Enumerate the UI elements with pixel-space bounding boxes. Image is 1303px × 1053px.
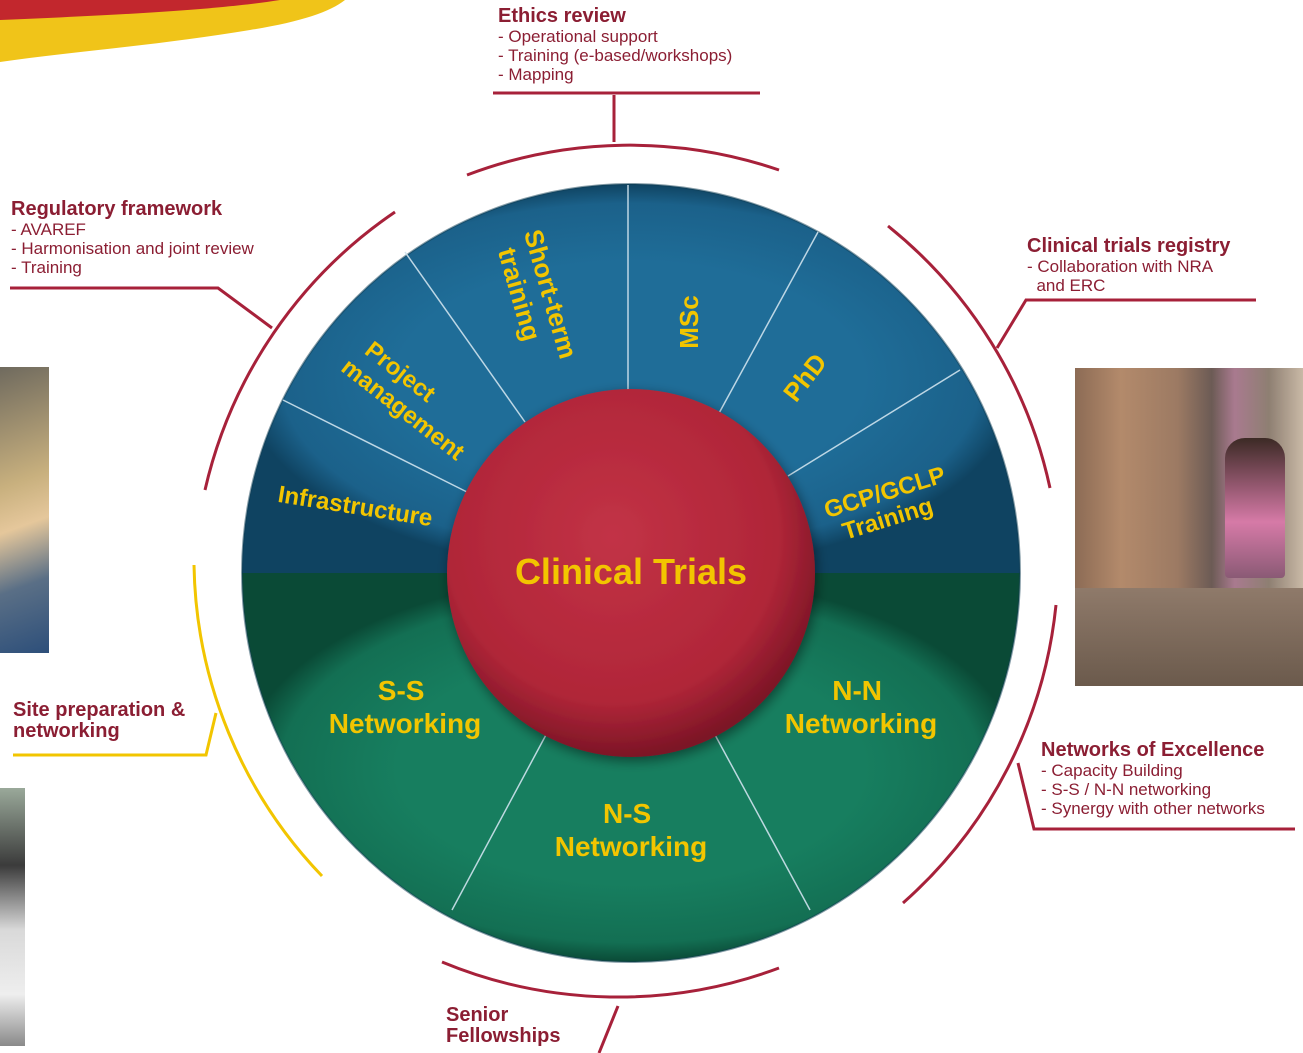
registry-item: and ERC [1027,276,1106,295]
fellowships-title-line1: Senior [446,1004,509,1026]
ethics-item: - Mapping [498,65,574,84]
center-label: Clinical Trials [515,551,747,592]
registry-item: - Collaboration with NRA [1027,257,1214,276]
networks-leader [1016,762,1295,831]
segment-n-s-networking: N-S Networking [555,798,707,862]
segment-msc: MSc [674,295,704,348]
brush-stroke-red [0,0,280,20]
segment-ns-line2: Networking [555,831,707,862]
ethics-item: - Training (e-based/workshops) [498,46,733,65]
callout-clinical-trials-registry: Clinical trials registry - Collaboration… [1027,235,1231,296]
clinic-waiting-photo [1075,368,1303,686]
registry-leader [995,298,1256,349]
networks-title: Networks of Excellence [1041,739,1265,761]
ethics-arc [466,143,780,177]
callout-ethics-review: Ethics review - Operational support - Tr… [498,5,733,85]
wheel-bottom-half [242,573,1020,962]
site-title-line1: Site preparation & [13,699,186,721]
segment-nn-line2: Networking [785,708,937,739]
site-arc [192,564,324,878]
callout-site-preparation: Site preparation & networking [13,700,185,742]
networks-item: - S-S / N-N networking [1041,780,1212,799]
fellowships-arc [441,960,780,999]
segment-ss-line1: S-S [378,675,425,706]
callout-networks-of-excellence: Networks of Excellence - Capacity Buildi… [1041,739,1265,819]
ethics-title: Ethics review [498,5,626,27]
fellowships-leader [597,1005,620,1053]
regulatory-item: - Training [11,258,82,277]
regulatory-item: - AVAREF [11,220,86,239]
wheel-spokes [282,185,961,911]
person-photo [0,788,25,1046]
center-circle [447,389,815,757]
regulatory-leader [10,286,273,330]
segment-s-s-networking: S-S Networking [329,675,481,739]
regulatory-arc [203,210,396,491]
registry-title: Clinical trials registry [1027,235,1231,257]
segment-n-n-networking: N-N Networking [785,675,937,739]
callout-connectors [10,91,1295,1053]
networks-item: - Synergy with other networks [1041,799,1265,818]
callout-regulatory-framework: Regulatory framework - AVAREF - Harmonis… [11,198,254,278]
site-leader [13,712,218,757]
segment-nn-line1: N-N [832,675,882,706]
callout-senior-fellowships: Senior Fellowships [446,1005,560,1047]
regulatory-item: - Harmonisation and joint review [11,239,254,258]
segment-ns-line1: N-S [603,798,651,829]
site-title-line2: networking [13,720,120,742]
wheel-top-half [242,184,1020,573]
networks-arc [902,604,1058,905]
ethics-item: - Operational support [498,27,658,46]
regulatory-title: Regulatory framework [11,198,223,220]
fellowships-title-line2: Fellowships [446,1025,561,1047]
networks-item: - Capacity Building [1041,761,1183,780]
site-connector [13,564,324,878]
segment-ss-line2: Networking [329,708,481,739]
registry-arc [887,224,1052,489]
lab-photo [0,367,49,653]
